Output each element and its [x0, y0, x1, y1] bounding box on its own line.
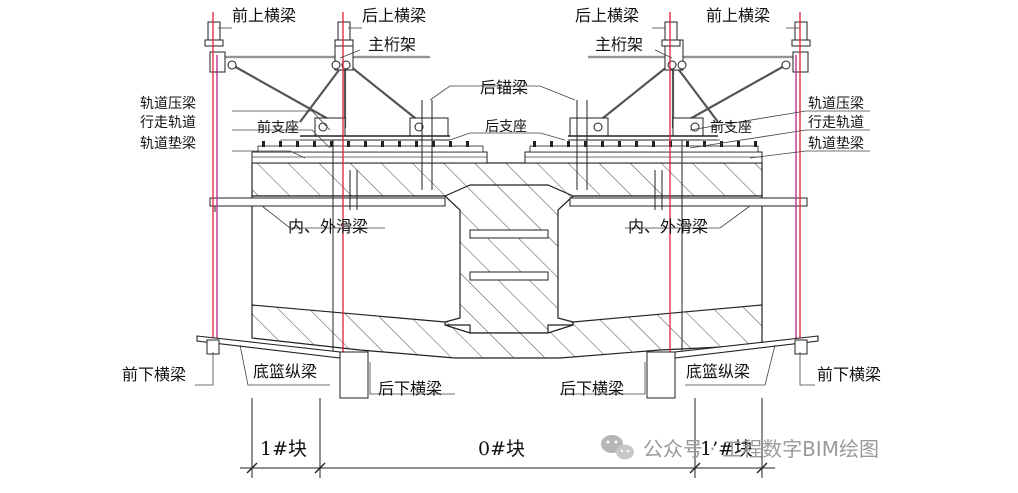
- label-travel-rail-left: 行走轨道: [140, 115, 196, 131]
- rail-bolt: [601, 141, 604, 147]
- upper-beam-jacks: [204, 21, 811, 47]
- watermark-text: 公众号 · 工程数字BIM绘图: [643, 437, 879, 461]
- rail-bolt: [737, 141, 740, 147]
- label-front-support-right: 前支座: [710, 119, 752, 136]
- center-web: [444, 184, 574, 334]
- rail-bolt: [330, 141, 333, 147]
- label-rail-pressure-beam-right: 轨道压梁: [808, 96, 864, 112]
- rail-bolt: [754, 141, 757, 147]
- label-front-upper-beam-right: 前上横梁: [706, 6, 770, 25]
- rail-bolt: [296, 141, 299, 147]
- label-rear-upper-beam-left: 后上横梁: [362, 6, 426, 25]
- rail-bolt: [533, 141, 536, 147]
- rail-bolt: [398, 141, 401, 147]
- rail-bolt: [567, 141, 570, 147]
- label-rear-lower-beam-right: 后下横梁: [560, 379, 624, 398]
- label-rear-lower-beam-left: 后下横梁: [378, 379, 442, 398]
- label-rail-pad-beam-right: 轨道垫梁: [808, 136, 864, 152]
- leader-lines: [195, 27, 870, 395]
- travel-rails: [251, 145, 763, 164]
- rail-bolt: [279, 141, 282, 147]
- web-opening-upper: [469, 229, 549, 239]
- label-rail-pressure-beam-left: 轨道压梁: [140, 96, 196, 112]
- segment-0-label: 0#块: [478, 438, 525, 460]
- label-front-lower-beam-left: 前下横梁: [122, 365, 186, 384]
- concrete-segment: [251, 162, 763, 359]
- rail-bolt: [618, 141, 621, 147]
- rail-bolt: [415, 141, 418, 147]
- rail-bolt: [635, 141, 638, 147]
- label-travel-rail-right: 行走轨道: [808, 115, 864, 131]
- rail-bolt: [466, 141, 469, 147]
- label-slide-beam-right: 内、外滑梁: [628, 217, 708, 236]
- labels: 前上横梁 后上横梁 后上横梁 前上横梁 主桁架 主桁架 后锚梁 轨道压梁 行走轨…: [122, 6, 881, 398]
- segment-1-label: 1#块: [260, 438, 307, 460]
- hanger-rods: [212, 12, 801, 362]
- rail-bolt: [584, 141, 587, 147]
- bottom-basket: [196, 335, 819, 399]
- watermark: 公众号 · 工程数字BIM绘图: [601, 435, 879, 461]
- rail-bolt: [720, 141, 723, 147]
- rail-bolt: [364, 141, 367, 147]
- label-front-support-left: 前支座: [257, 119, 299, 136]
- label-front-lower-beam-right: 前下横梁: [817, 365, 881, 384]
- rail-bolt: [686, 141, 689, 147]
- web-opening-lower: [469, 271, 549, 281]
- rail-bolt: [550, 141, 553, 147]
- rail-bolt: [703, 141, 706, 147]
- right-box-cavity: [557, 195, 763, 323]
- dimension-lines: 1#块 0#块 1’#块: [240, 398, 775, 478]
- label-main-truss-left: 主桁架: [368, 35, 416, 54]
- rail-bolt: [313, 141, 316, 147]
- rail-bolt: [262, 141, 265, 147]
- rail-bolt: [432, 141, 435, 147]
- label-bottom-basket-beam-right: 底篮纵梁: [686, 362, 750, 381]
- main-truss-left: [209, 39, 450, 141]
- rail-bolt: [652, 141, 655, 147]
- wechat-icon: [601, 435, 634, 460]
- rail-bolt: [381, 141, 384, 147]
- segment-1p-label: 1’#块: [700, 438, 753, 460]
- rail-bolt: [347, 141, 350, 147]
- main-truss-right: [568, 39, 809, 141]
- label-front-upper-beam-left: 前上横梁: [232, 6, 296, 25]
- rail-bolts: [262, 141, 757, 147]
- label-main-truss-right: 主桁架: [595, 35, 643, 54]
- label-rail-pad-beam-left: 轨道垫梁: [140, 136, 196, 152]
- label-rear-upper-beam-right: 后上横梁: [575, 6, 639, 25]
- label-rear-anchor-beam: 后锚梁: [480, 78, 528, 97]
- label-rear-support: 后支座: [485, 119, 527, 135]
- label-slide-beam-left: 内、外滑梁: [288, 217, 368, 236]
- rail-bolt: [449, 141, 452, 147]
- label-bottom-basket-beam-left: 底篮纵梁: [253, 362, 317, 381]
- left-box-cavity: [251, 195, 461, 323]
